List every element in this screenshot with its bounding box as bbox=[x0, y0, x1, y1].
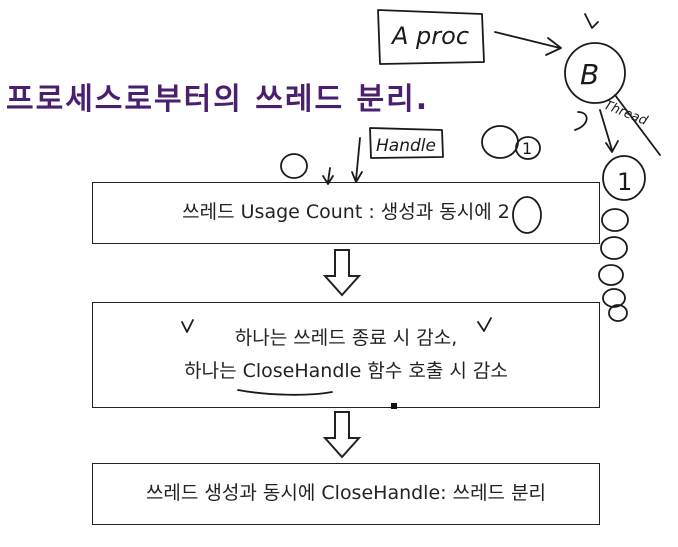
one-a-label: 1 bbox=[522, 139, 532, 158]
a-to-b-arrow bbox=[494, 31, 561, 49]
b-sub-label: Thread bbox=[602, 98, 651, 129]
small-circle bbox=[280, 153, 308, 179]
closehandle-decrease-text: 하나는 CloseHandle 함수 호출 시 감소 bbox=[184, 360, 508, 382]
down-arrow-icon bbox=[322, 249, 362, 297]
b-label: B bbox=[580, 58, 599, 91]
a-proc-box bbox=[377, 9, 485, 65]
one-b-label: 1 bbox=[617, 168, 632, 196]
usage-count-box: 쓰레드 Usage Count : 생성과 동시에 2 bbox=[92, 182, 600, 244]
handle-label: Handle bbox=[376, 136, 436, 156]
cursor-marker bbox=[391, 403, 397, 409]
slide-title: 프로세스로부터의 쓰레드 분리. bbox=[6, 82, 430, 117]
thread-exit-decrease-text: 하나는 쓰레드 종료 시 감소, bbox=[234, 326, 458, 349]
detach-text: 쓰레드 생성과 동시에 CloseHandle: 쓰레드 분리 bbox=[145, 482, 547, 505]
b-thread-line bbox=[614, 94, 661, 156]
circle-one-a bbox=[481, 125, 519, 159]
usage-count-text: 쓰레드 Usage Count : 생성과 동시에 2 bbox=[182, 201, 510, 224]
b-circle bbox=[564, 42, 626, 104]
detach-box: 쓰레드 생성과 동시에 CloseHandle: 쓰레드 분리 bbox=[92, 463, 600, 525]
a-proc-label: A proc bbox=[390, 22, 469, 50]
handle-box bbox=[369, 127, 444, 159]
down-arrow-icon bbox=[322, 411, 362, 459]
decrease-box: 하나는 쓰레드 종료 시 감소, 하나는 CloseHandle 함수 호출 시… bbox=[92, 302, 600, 408]
circle-one-b bbox=[602, 155, 646, 201]
